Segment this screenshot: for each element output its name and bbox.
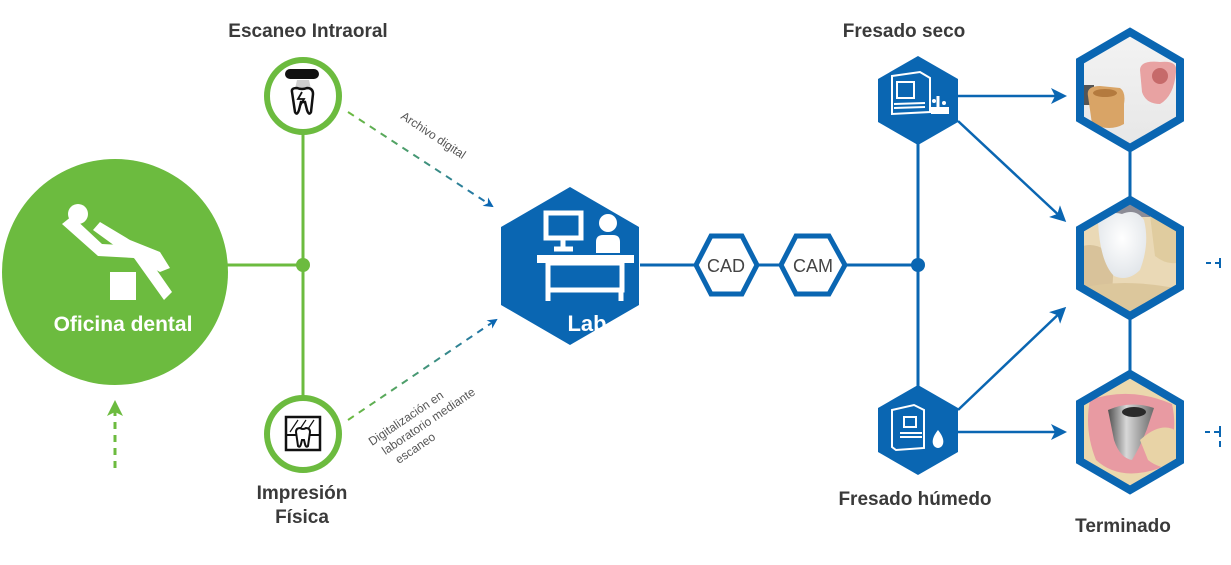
models-photo [1076,27,1184,153]
cad-node[interactable]: CAD [693,233,760,297]
implant-photo [1076,369,1184,495]
continuation-marker-lower [1205,426,1221,447]
dry-to-crown-arrow [957,120,1067,223]
dry-milling-node[interactable] [878,56,958,145]
lab-scan-arrow [347,318,498,421]
wet-to-crown-arrow [957,306,1067,411]
physical-impression-node[interactable] [264,395,342,473]
finished-title: Terminado [1075,516,1171,537]
cam-label: CAM [793,256,833,276]
dry-milling-machine-icon [891,70,949,116]
dental-office-label: Oficina dental [54,313,193,336]
continuation-marker-upper [1206,258,1221,268]
digital-file-arrow [347,111,494,208]
crown-photo [1076,195,1184,321]
green-junction-dot [296,258,310,272]
physical-impression-title-line2: Física [275,507,329,528]
wet-milling-title: Fresado húmedo [838,489,991,510]
cad-label: CAD [707,256,745,276]
wet-milling-node[interactable] [878,385,958,475]
dental-chair-icon [62,204,172,300]
intraoral-scan-title: Escaneo Intraoral [228,21,387,42]
lab-scan-label: Digitalización en laboratorio mediante e… [366,385,478,467]
wet-milling-machine-icon [891,403,944,452]
lab-node[interactable]: Lab [501,187,639,345]
intraoral-scanner-icon [285,69,319,115]
physical-impression-title-line1: Impresión [257,483,348,504]
digital-file-label: Archivo digital [398,109,468,162]
lab-desk-icon [537,210,634,301]
dry-milling-title: Fresado seco [843,21,966,42]
intraoral-scan-node[interactable] [264,57,342,135]
lab-label: Lab [567,311,606,336]
impression-tray-icon [284,415,322,452]
dental-office-node[interactable]: Oficina dental [2,159,228,385]
blue-junction-dot [911,258,925,272]
cam-node[interactable]: CAM [778,233,848,297]
